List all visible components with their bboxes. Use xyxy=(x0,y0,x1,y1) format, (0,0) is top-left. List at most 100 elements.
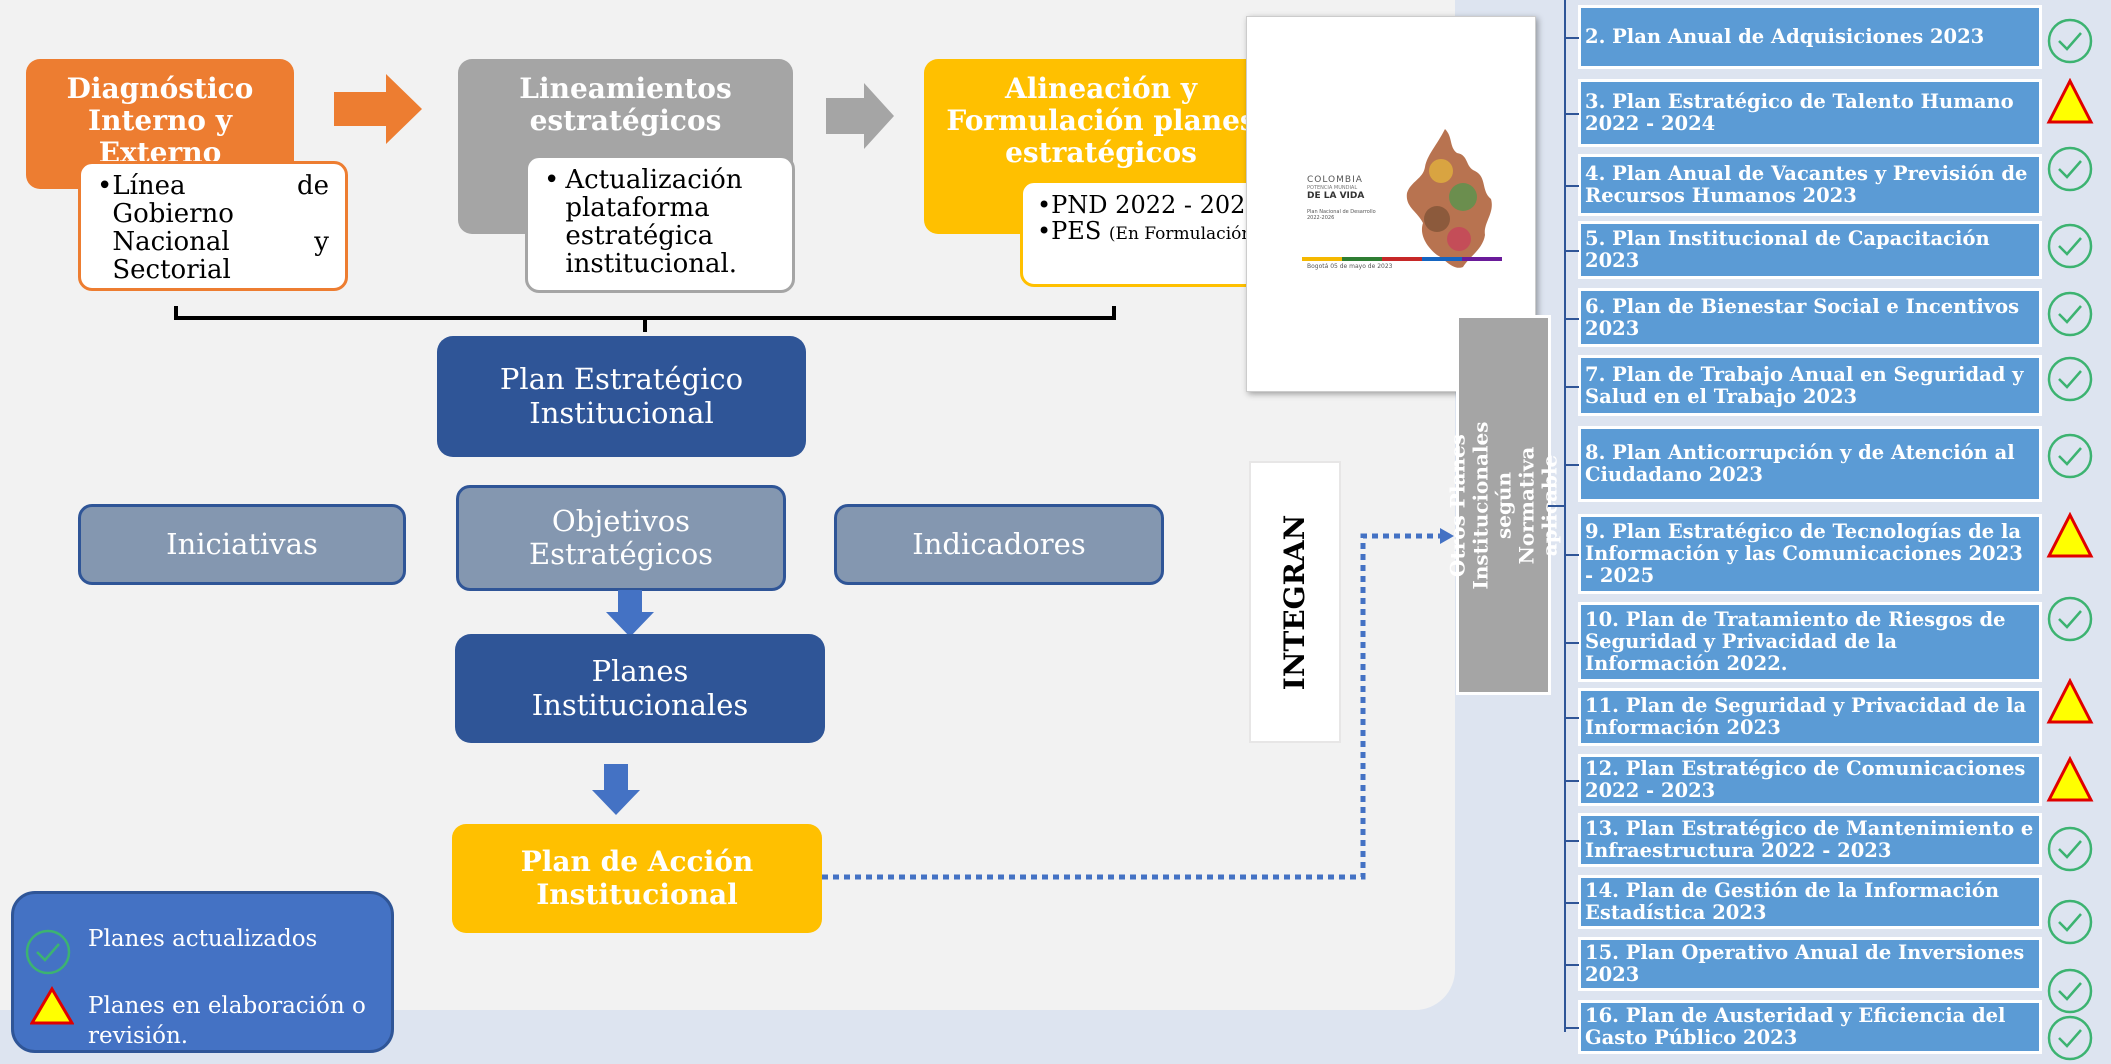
alineacion-item: •PND 2022 - 2026 xyxy=(1037,191,1273,219)
integran-box: INTEGRAN xyxy=(1249,461,1341,743)
list-tick xyxy=(1565,37,1579,39)
plan-item-label: 14. Plan de Gestión de la Información Es… xyxy=(1585,879,2000,924)
plan-item: 8. Plan Anticorrupción y de Atención al … xyxy=(1578,426,2042,502)
plan-item: 13. Plan Estratégico de Mantenimiento e … xyxy=(1578,813,2042,867)
doc-line2: POTENCIA MUNDIAL xyxy=(1307,185,1358,191)
doc-line5: 2022-2026 xyxy=(1307,215,1335,221)
plan-item-label: 11. Plan de Seguridad y Privacidad de la… xyxy=(1585,694,2027,739)
diagnostico-detail: • Línea de Gobierno Nacional y Sectorial xyxy=(78,161,348,291)
plan-item: 6. Plan de Bienestar Social e Incentivos… xyxy=(1578,288,2042,347)
check-circle-icon xyxy=(2047,223,2093,269)
plan-item: 16. Plan de Austeridad y Eficiencia del … xyxy=(1578,1000,2042,1054)
iniciativas-box: Iniciativas xyxy=(78,504,406,585)
list-tick xyxy=(1565,642,1579,644)
plan-item: 4. Plan Anual de Vacantes y Previsión de… xyxy=(1578,154,2042,216)
plan-item-label: 5. Plan Institucional de Capacitación 20… xyxy=(1585,227,1990,272)
indicadores-label: Indicadores xyxy=(912,526,1086,561)
check-circle-icon xyxy=(2047,433,2093,479)
bracket xyxy=(174,306,1116,332)
right-arrow-icon xyxy=(826,83,894,149)
list-tick xyxy=(1565,464,1579,466)
list-tick xyxy=(1565,1027,1579,1029)
down-arrow-icon xyxy=(592,764,640,815)
dotted-connector xyxy=(822,528,1454,880)
otros-planes-label: Otros Planes Institucionales según Norma… xyxy=(1445,421,1561,589)
warning-triangle-icon xyxy=(2046,78,2094,124)
check-circle-icon xyxy=(2047,356,2093,402)
list-branch xyxy=(1548,505,1565,507)
plan-item-label: 13. Plan Estratégico de Mantenimiento e … xyxy=(1585,817,2034,862)
list-tick xyxy=(1565,185,1579,187)
plan-item: 11. Plan de Seguridad y Privacidad de la… xyxy=(1578,688,2042,746)
warning-triangle-icon xyxy=(2046,512,2094,558)
list-tick xyxy=(1565,554,1579,556)
alineacion-item: •PES (En Formulación) xyxy=(1037,216,1273,245)
list-tick xyxy=(1565,902,1579,904)
alineacion-item-text: PES xyxy=(1051,216,1102,245)
color-strip xyxy=(1302,257,1502,261)
plan-item: 9. Plan Estratégico de Tecnologías de la… xyxy=(1578,514,2042,594)
plan-item-label: 3. Plan Estratégico de Talento Humano 20… xyxy=(1585,90,2014,135)
planes-institucionales-label: Planes Institucionales xyxy=(531,654,749,722)
plan-item: 2. Plan Anual de Adquisiciones 2023 xyxy=(1578,5,2042,69)
bullet: • xyxy=(544,165,560,195)
lineamientos-detail: • Actualización plataforma estratégica i… xyxy=(525,155,795,293)
check-circle-icon xyxy=(2047,18,2093,64)
list-tick xyxy=(1565,840,1579,842)
list-spine xyxy=(1564,0,1566,1032)
check-circle-icon xyxy=(2047,826,2093,872)
alineacion-title: Alineación y Formulación planes estratég… xyxy=(946,72,1256,170)
list-tick xyxy=(1565,317,1579,320)
objetivos-label: Objetivos Estratégicos xyxy=(528,503,714,571)
warning-triangle-icon xyxy=(2046,678,2094,724)
pes-note: (En Formulación) xyxy=(1108,223,1259,244)
list-tick xyxy=(1565,964,1579,966)
lineamientos-item-text: Actualización plataforma estratégica ins… xyxy=(565,165,743,280)
doc-line3: DE LA VIDA xyxy=(1307,191,1365,201)
plan-item: 3. Plan Estratégico de Talento Humano 20… xyxy=(1578,79,2042,147)
plan-item-label: 6. Plan de Bienestar Social e Incentivos… xyxy=(1585,294,2020,340)
plan-accion-box: Plan de Acción Institucional xyxy=(452,824,822,933)
plan-item-label: 16. Plan de Austeridad y Eficiencia del … xyxy=(1585,1004,2006,1049)
lineamientos-item: • Actualización plataforma estratégica i… xyxy=(544,166,776,278)
list-tick xyxy=(1565,250,1579,252)
plan-item: 14. Plan de Gestión de la Información Es… xyxy=(1578,875,2042,929)
objetivos-box: Objetivos Estratégicos xyxy=(456,485,786,591)
warning-triangle-icon xyxy=(30,986,74,1025)
plan-accion-label: Plan de Acción Institucional xyxy=(520,845,754,911)
right-arrow-icon xyxy=(334,74,422,144)
list-tick xyxy=(1565,113,1579,115)
iniciativas-label: Iniciativas xyxy=(166,526,318,561)
integran-label: INTEGRAN xyxy=(1278,514,1312,690)
check-circle-icon xyxy=(2047,291,2093,337)
lineamientos-title: Lineamientos estratégicos xyxy=(519,72,732,138)
otros-planes-box: Otros Planes Institucionales según Norma… xyxy=(1445,315,1561,695)
plan-item: 10. Plan de Tratamiento de Riesgos de Se… xyxy=(1578,602,2042,682)
check-circle-icon xyxy=(25,929,71,975)
plan-item: 15. Plan Operativo Anual de Inversiones … xyxy=(1578,937,2042,991)
plan-item-label: 12. Plan Estratégico de Comunicaciones 2… xyxy=(1585,757,2026,802)
doc-line4: Plan Nacional de Desarrollo xyxy=(1307,209,1376,215)
check-circle-icon xyxy=(2047,899,2093,945)
check-circle-icon xyxy=(2047,596,2093,642)
plan-item: 12. Plan Estratégico de Comunicaciones 2… xyxy=(1578,754,2042,806)
planes-institucionales-box: Planes Institucionales xyxy=(455,634,825,743)
bullet: • xyxy=(1037,216,1052,245)
check-circle-icon xyxy=(2047,146,2093,192)
legend-box: Planes actualizados Planes en elaboració… xyxy=(11,891,394,1053)
check-circle-icon xyxy=(2047,968,2093,1014)
doc-date: Bogotá 05 de mayo de 2023 xyxy=(1307,263,1393,270)
doc-line1: COLOMBIA xyxy=(1307,175,1363,185)
indicadores-box: Indicadores xyxy=(834,504,1164,585)
bullet: • xyxy=(97,171,113,201)
plan-item-label: 15. Plan Operativo Anual de Inversiones … xyxy=(1585,941,2025,986)
legend-updated-label: Planes actualizados xyxy=(88,926,318,952)
list-tick xyxy=(1565,385,1579,388)
bullet: • xyxy=(1037,191,1052,219)
plan-item: 7. Plan de Trabajo Anual en Seguridad y … xyxy=(1578,355,2042,416)
plan-item: 5. Plan Institucional de Capacitación 20… xyxy=(1578,221,2042,279)
list-tick xyxy=(1565,780,1579,782)
legend-in-progress-label: Planes en elaboración o revisión. xyxy=(88,993,366,1049)
plan-item-label: 8. Plan Anticorrupción y de Atención al … xyxy=(1585,441,2015,486)
check-circle-icon xyxy=(2047,1015,2093,1061)
